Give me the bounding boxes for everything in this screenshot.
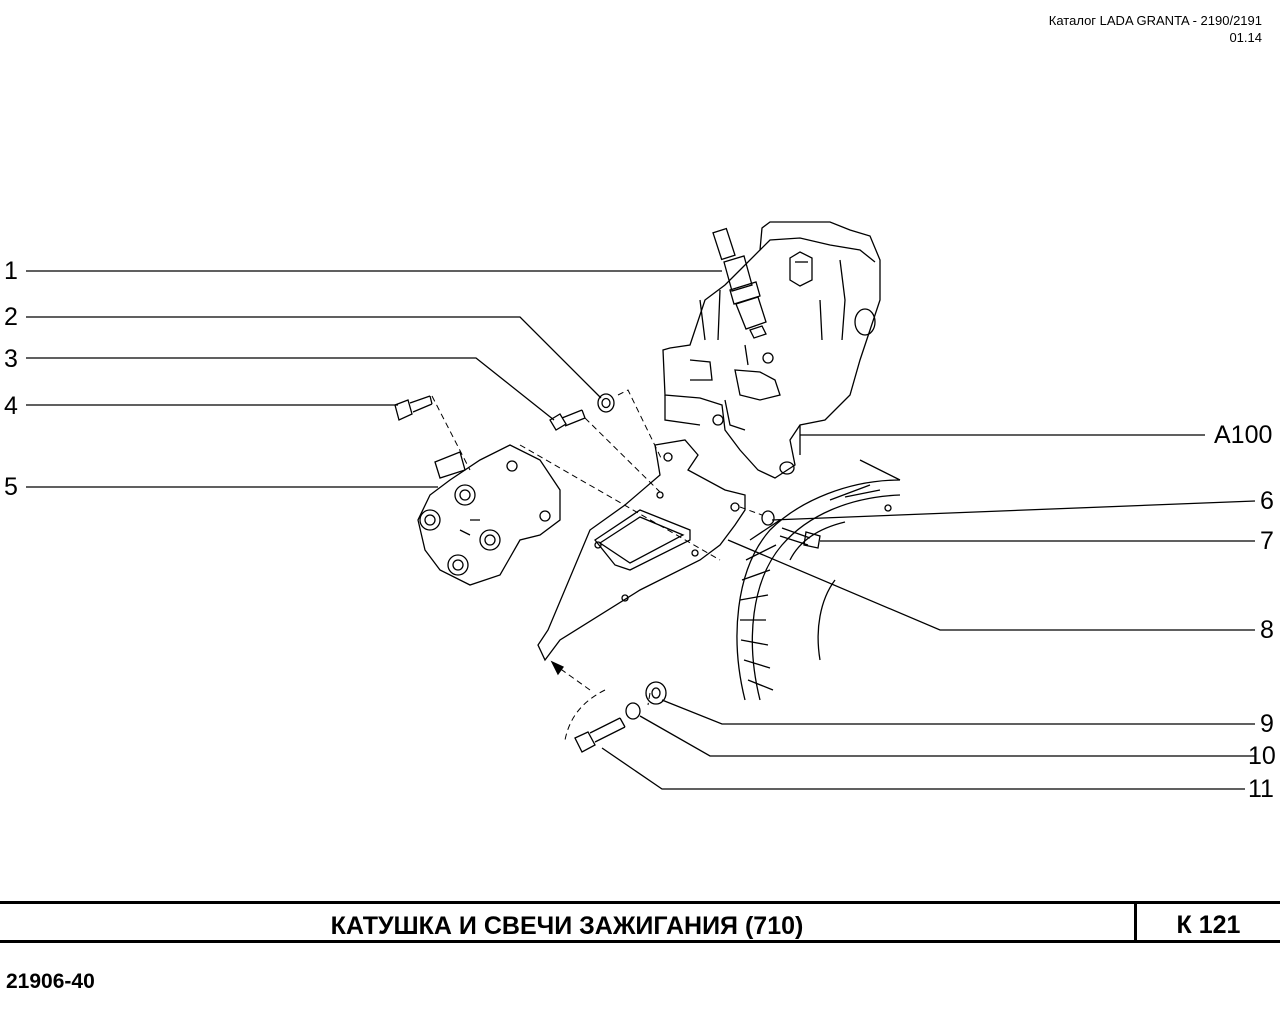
callout-5: 5 — [4, 473, 18, 501]
catalog-date: 01.14 — [1229, 30, 1262, 45]
leader-lines — [26, 270, 1256, 790]
engine-block — [662, 221, 881, 479]
catalog-line: Каталог LADA GRANTA - 2190/2191 — [1048, 13, 1262, 28]
callout-4: 4 — [4, 392, 18, 420]
callout-6: 6 — [1260, 487, 1274, 515]
footer-code: 21906-40 — [6, 970, 95, 993]
page-code: К 121 — [1176, 911, 1241, 939]
small-parts — [394, 393, 821, 753]
title-divider — [1134, 904, 1137, 940]
assembly-lines — [431, 389, 763, 741]
callout-11: 11 — [1248, 775, 1274, 803]
title-bar: КАТУШКА И СВЕЧИ ЗАЖИГАНИЯ (710) К 121 — [0, 901, 1280, 943]
callout-a100: A100 — [1214, 421, 1273, 449]
callout-9: 9 — [1260, 710, 1274, 738]
ignition-coil — [417, 444, 561, 586]
callout-3: 3 — [4, 345, 18, 373]
arrow-head — [550, 660, 564, 676]
bracket — [537, 439, 746, 662]
callout-8: 8 — [1260, 616, 1274, 644]
catalog-header: Каталог LADA GRANTA - 2190/2191 01.14 — [1049, 12, 1262, 46]
callout-1: 1 — [4, 257, 18, 285]
flywheel — [736, 459, 901, 701]
spark-plug — [712, 227, 767, 339]
callout-2: 2 — [4, 303, 18, 331]
page-title: КАТУШКА И СВЕЧИ ЗАЖИГАНИЯ (710) — [330, 912, 804, 940]
callout-7: 7 — [1260, 527, 1274, 555]
callout-10: 10 — [1248, 742, 1276, 770]
